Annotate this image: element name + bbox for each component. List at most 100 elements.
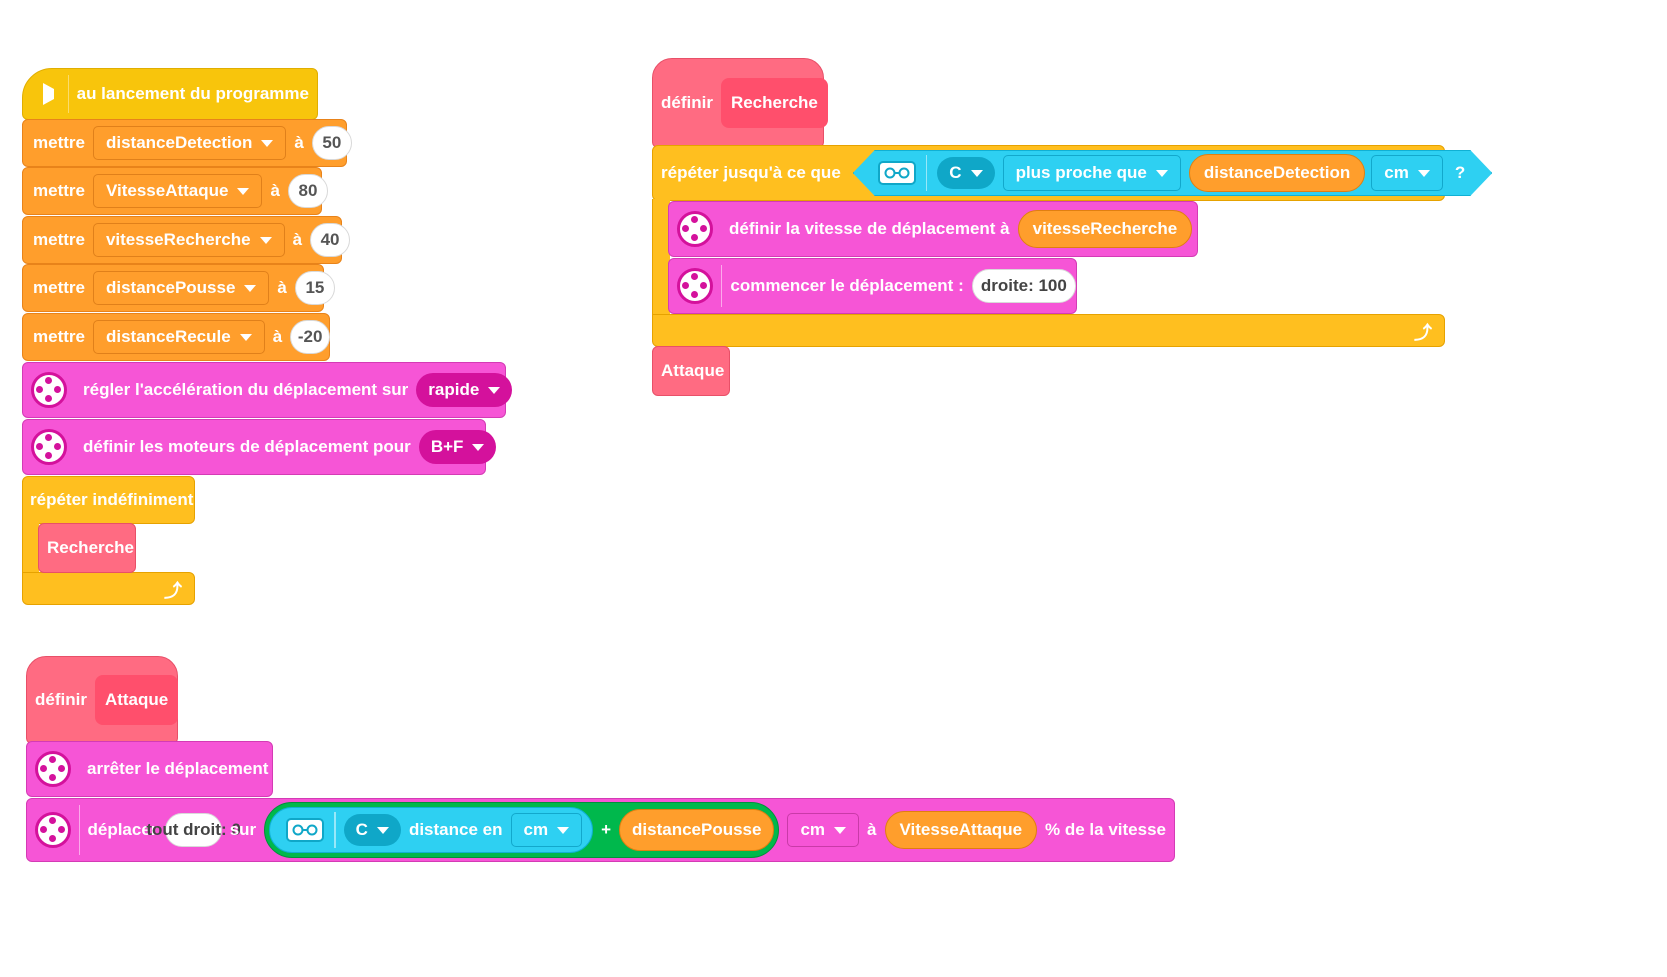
call-attaque-block[interactable]: Attaque: [652, 346, 730, 396]
set-variable-block-5[interactable]: mettre distanceRecule à -20: [22, 313, 331, 361]
separator: [334, 812, 336, 848]
variable-dropdown[interactable]: distanceDetection: [92, 126, 287, 160]
chevron-down-icon: [971, 170, 983, 177]
block-name-slot[interactable]: Attaque: [94, 675, 179, 725]
set-acceleration-block[interactable]: régler l'accélération du déplacement sur…: [22, 362, 513, 418]
value-input[interactable]: 50: [311, 126, 352, 160]
repeat-until-arm: [652, 199, 670, 315]
chevron-down-icon: [1418, 170, 1430, 177]
value-input[interactable]: -20: [290, 320, 331, 354]
to-label: à: [272, 327, 283, 346]
chevron-down-icon: [237, 187, 250, 195]
variable-name: VitesseAttaque: [105, 181, 229, 200]
to-label: à: [277, 278, 287, 297]
when-program-starts-hat[interactable]: au lancement du programme: [22, 68, 318, 120]
set-drive-motors-block[interactable]: définir les moteurs de déplacement pour …: [22, 419, 497, 475]
set-movement-speed-block[interactable]: définir la vitesse de déplacement à vite…: [668, 201, 1215, 257]
value-input[interactable]: 15: [294, 271, 335, 305]
set-label: mettre: [33, 181, 85, 200]
chevron-down-icon: [376, 826, 389, 834]
accel-label: régler l'accélération du déplacement sur: [83, 380, 409, 399]
define-attaque-hat[interactable]: définir Attaque: [26, 656, 179, 744]
unit-value: cm: [1384, 163, 1409, 182]
speed-label: définir la vitesse de déplacement à: [729, 219, 1010, 238]
distance-sensor-icon: [878, 161, 916, 185]
to-label: à: [292, 230, 303, 249]
acceleration-dropdown[interactable]: rapide: [416, 373, 513, 407]
distance-detection-reporter[interactable]: distanceDetection: [1189, 154, 1365, 192]
variable-name: vitesseRecherche: [105, 230, 251, 249]
set-variable-block-3[interactable]: mettre vitesseRecherche à 40: [22, 216, 351, 264]
variable-dropdown[interactable]: VitesseAttaque: [92, 174, 263, 208]
block-name-slot[interactable]: Recherche: [720, 78, 828, 128]
chevron-down-icon: [1156, 170, 1168, 177]
sensor-port-dropdown[interactable]: C: [343, 814, 401, 846]
forever-loop-arm: [22, 522, 39, 574]
value-input[interactable]: 80: [287, 174, 328, 208]
chevron-down-icon: [834, 826, 847, 834]
variable-dropdown[interactable]: distanceRecule: [92, 320, 265, 354]
add-operator[interactable]: C distance en cm + distancePousse: [264, 802, 780, 858]
define-recherche-hat[interactable]: définir Recherche: [652, 58, 828, 148]
distance-pousse-reporter[interactable]: distancePousse: [619, 809, 775, 851]
variable-name: distanceRecule: [105, 327, 231, 346]
distance-sensor-reporter[interactable]: C distance en cm: [269, 807, 594, 853]
set-label: mettre: [33, 230, 85, 249]
move-block[interactable]: déplacer tout droit: 0 sur C distance en…: [26, 798, 1175, 862]
motors-value: B+F: [430, 437, 464, 456]
vitesse-recherche-reporter[interactable]: vitesseRecherche: [1017, 210, 1193, 248]
variable-dropdown[interactable]: vitesseRecherche: [92, 223, 285, 257]
speed-suffix-label: % de la vitesse: [1045, 820, 1166, 839]
distance-unit-value: cm: [523, 820, 549, 839]
repeat-until-label: répéter jusqu'à ce que: [661, 163, 841, 182]
movement-motor-icon: [31, 429, 67, 465]
distance-unit-dropdown[interactable]: cm: [510, 813, 583, 847]
motors-dropdown[interactable]: B+F: [418, 430, 497, 464]
move-label: déplacer: [87, 820, 158, 839]
set-label: mettre: [33, 133, 85, 152]
sensor-port-value: C: [355, 820, 368, 839]
unit-dropdown[interactable]: cm: [1371, 155, 1443, 191]
acceleration-value: rapide: [428, 380, 480, 399]
variable-name: distancePousse: [105, 278, 236, 297]
loop-arrow-icon: ⤴: [1414, 323, 1432, 343]
set-variable-block-4[interactable]: mettre distancePousse à 15: [22, 264, 335, 312]
movement-motor-icon: [35, 751, 71, 787]
chevron-down-icon: [488, 386, 501, 394]
define-label: définir: [35, 690, 87, 709]
define-label: définir: [661, 93, 713, 112]
chevron-down-icon: [244, 284, 257, 292]
plus-sign: +: [601, 820, 612, 839]
set-variable-block-1[interactable]: mettre distanceDetection à 50: [22, 119, 352, 167]
at-label: à: [867, 820, 877, 839]
set-variable-block-2[interactable]: mettre VitesseAttaque à 80: [22, 167, 328, 215]
stop-label: arrêter le déplacement: [87, 759, 269, 778]
set-label: mettre: [33, 327, 85, 346]
call-recherche-block[interactable]: Recherche: [38, 523, 136, 573]
chevron-down-icon: [261, 139, 274, 147]
start-moving-block[interactable]: commencer le déplacement : droite: 100: [668, 258, 1077, 314]
start-label: commencer le déplacement :: [730, 276, 964, 295]
separator: [926, 155, 928, 191]
separator: [721, 265, 723, 307]
repeat-until-footer: ⤴: [652, 314, 1445, 347]
vitesse-attaque-reporter[interactable]: VitesseAttaque: [884, 811, 1038, 849]
value-input[interactable]: 40: [310, 223, 351, 257]
stop-moving-block[interactable]: arrêter le déplacement: [26, 741, 273, 797]
movement-motor-icon: [31, 372, 67, 408]
sensor-port-dropdown[interactable]: C: [937, 157, 994, 189]
move-unit-dropdown[interactable]: cm: [787, 813, 860, 847]
hat-label: au lancement du programme: [76, 84, 309, 103]
to-label: à: [294, 133, 304, 152]
variable-dropdown[interactable]: distancePousse: [92, 271, 270, 305]
sensor-port-value: C: [949, 163, 962, 182]
chevron-down-icon: [259, 236, 272, 244]
repeat-until-block[interactable]: répéter jusqu'à ce que C plus proche que…: [652, 145, 1445, 201]
steering-input[interactable]: tout droit: 0: [146, 813, 241, 847]
distance-sensor-condition[interactable]: C plus proche que distanceDetection cm ?: [853, 150, 1492, 196]
steering-input[interactable]: droite: 100: [971, 269, 1076, 303]
movement-motor-icon: [35, 812, 71, 848]
forever-loop-footer: ⤴: [22, 572, 195, 605]
forever-loop-block[interactable]: répéter indéfiniment: [22, 476, 195, 524]
comparison-dropdown[interactable]: plus proche que: [1003, 155, 1181, 191]
